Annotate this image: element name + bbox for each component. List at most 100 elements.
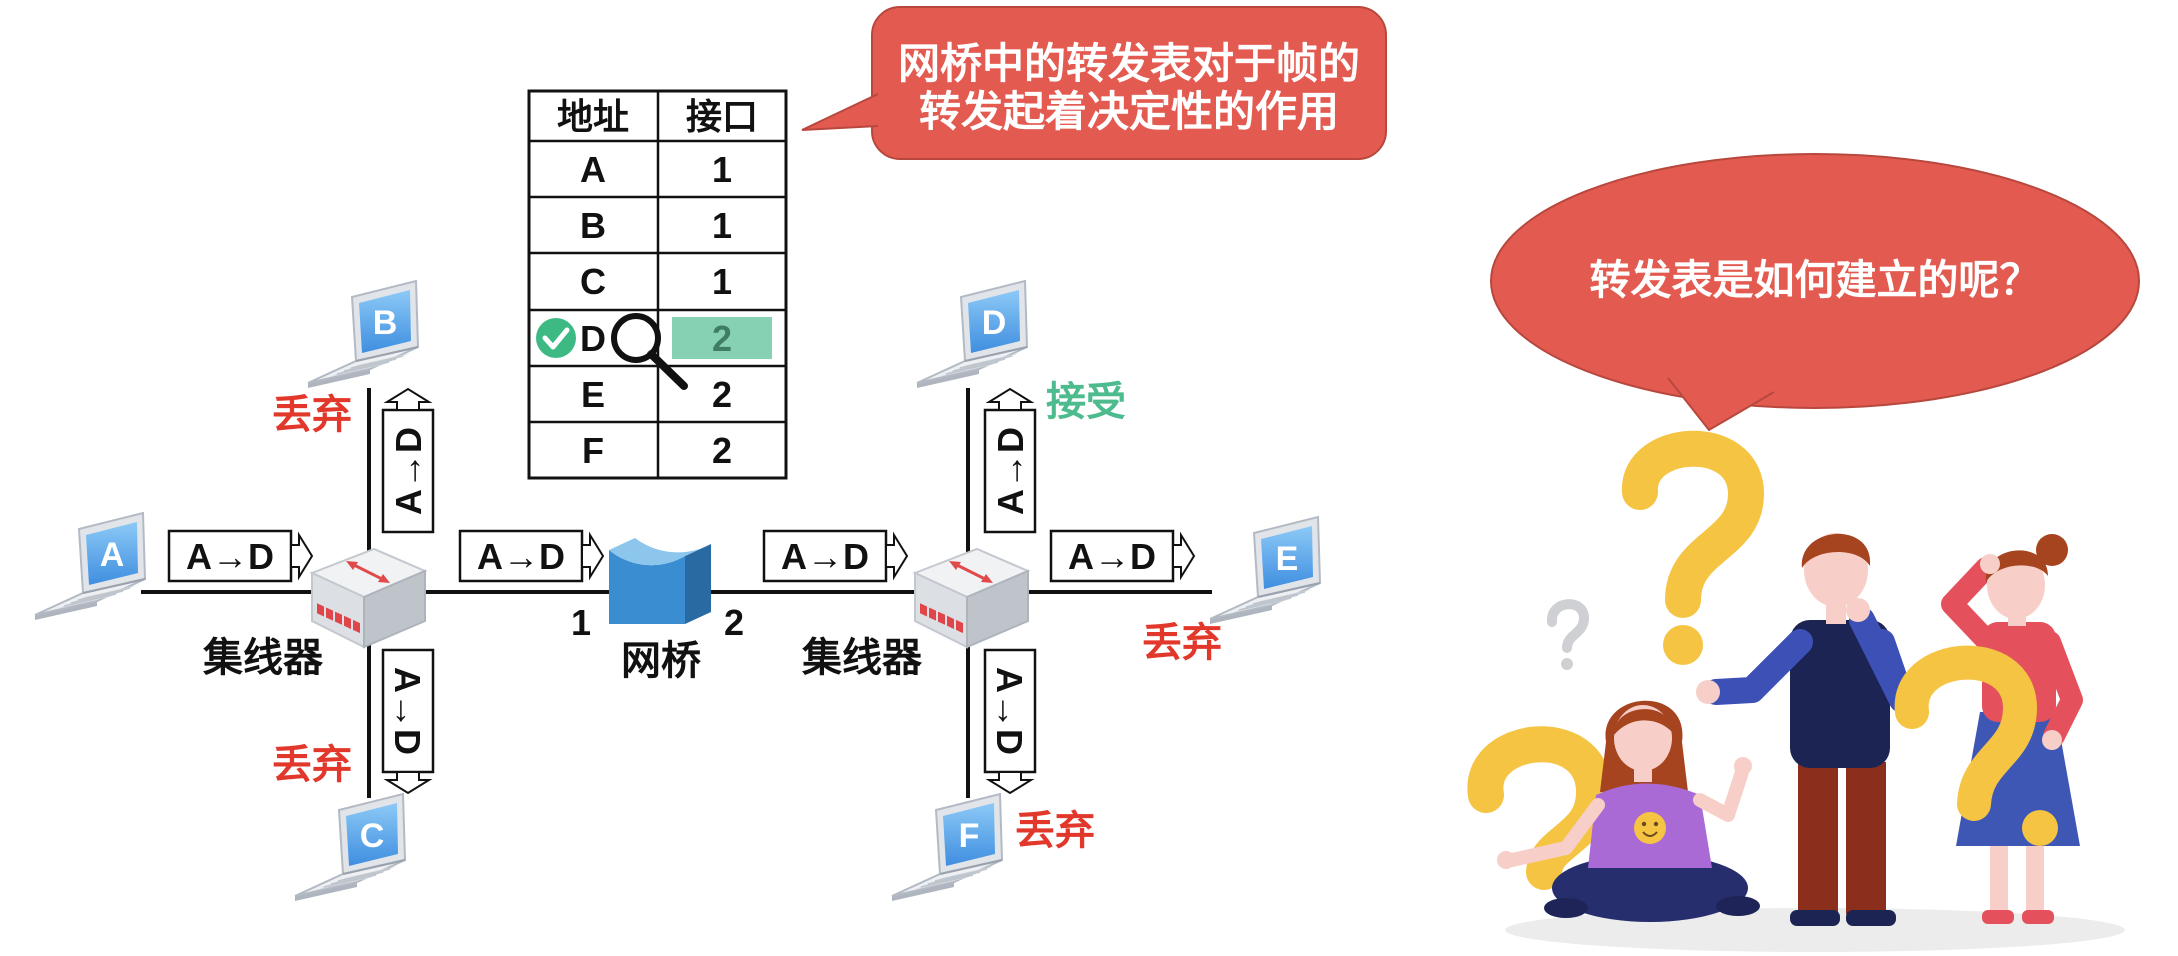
callout-line-2: 转发起着决定性的作用 [919,88,1339,135]
bridge: 1 2 网桥 [571,538,744,683]
frame-hub-to-d: A→D [983,387,1037,534]
table-header-port: 接口 [686,96,758,137]
table-cell-address: E [581,374,605,415]
man-hair [1801,533,1871,568]
frame-label: A→D [990,427,1031,515]
frame-hub-to-f: A→D [983,648,1037,795]
table-cell-address: F [582,430,604,471]
frame-hub-to-bridge: A→D [458,529,605,583]
right-question-mark-icon [1894,645,2058,846]
girl-arm-right [1693,765,1749,822]
laptop-icon [34,512,146,621]
table-cell-port: 1 [712,149,732,190]
girl-hand-right [1734,757,1752,775]
table-row: E 2 [581,374,732,415]
table-cell-port: 2 [712,318,732,359]
small-question-mark-icon [1547,599,1590,670]
girl-arm-left [1505,798,1605,867]
woman-hair-bun [2036,534,2068,566]
woman-hand-raised [1980,554,2000,574]
question-bubble-tail [1667,377,1775,432]
table-grid [529,91,786,478]
table-cell-address: C [580,261,606,302]
woman-leg-left [1990,842,2008,914]
woman-shoe-right [2022,910,2054,924]
table-cell-address: A [580,149,606,190]
status-accept-d: 接受 [1046,380,1126,424]
table-cell-address: B [580,205,606,246]
frame-hub-to-e: A→D [1049,529,1196,583]
man-arm-left [1703,629,1813,705]
table-cell-address: D [580,318,606,359]
table-header-address: 地址 [557,96,629,137]
bridge-label: 网桥 [621,639,701,683]
smiley-icon [1634,812,1666,844]
frame-hub-to-c: A→D [381,648,435,795]
woman-hair [1985,550,2048,582]
host-a-label: A [100,536,125,574]
man-leg-right [1846,762,1886,914]
table-row: C 1 [580,261,732,302]
hub-icon [310,547,427,649]
table-cell-port: 2 [712,430,732,471]
standing-man [1696,533,1915,926]
host-b-label: B [373,304,398,342]
host-a: A [34,512,146,621]
status-discard-e: 丢弃 [1142,621,1222,665]
table-row: B 1 [580,205,732,246]
question-text: 转发表是如何建立的呢？ [1590,257,2041,303]
table-row-matched: D 2 [536,313,732,390]
frame-label: A→D [989,667,1030,755]
callout-body [871,6,1387,160]
check-icon [536,318,576,358]
host-d: D [916,280,1028,389]
frame-label: A→D [781,536,869,577]
callout-tail [801,93,879,131]
woman-arm-down [2039,631,2083,747]
girl-shoe-left [1544,898,1588,918]
host-f: F [891,793,1003,902]
host-e-label: E [1276,540,1299,578]
man-shoe-right [1846,910,1896,926]
girl-fringe [1614,709,1672,735]
host-c: C [294,793,406,902]
table-row: A 1 [580,149,732,190]
girl-legs [1552,854,1748,922]
hub-right: 集线器 [801,547,1030,680]
bridge-port-2-label: 2 [724,602,744,643]
man-leg-left [1798,762,1838,914]
callout-line-1: 网桥中的转发表对于帧的 [898,40,1360,87]
laptop-icon [891,793,1003,902]
host-f-label: F [959,817,980,855]
table-cell-port: 1 [712,205,732,246]
girl-shoe-right [1716,896,1760,916]
man-shoe-left [1790,910,1840,926]
table-row: F 2 [582,430,732,471]
frame-a-to-hub: A→D [167,529,314,583]
laptop-icon [916,280,1028,389]
question-bubble-body [1490,153,2140,409]
frame-hub-to-b: A→D [381,387,435,534]
man-hand-right [1846,598,1870,622]
frame-label: A→D [186,536,274,577]
hub-left-label: 集线器 [202,636,324,680]
host-e: E [1209,516,1321,625]
table-row-highlight [672,317,772,359]
frame-bridge-to-hub: A→D [762,529,909,583]
table-cell-port: 1 [712,261,732,302]
question-illustration: 转发表是如何建立的呢？ [1467,153,2140,952]
table-cell-port: 2 [712,374,732,415]
bridge-port-1-label: 1 [571,602,591,643]
sitting-girl [1497,700,1760,922]
host-d-label: D [982,304,1007,342]
woman-shoe-left [1982,910,2014,924]
girl-hand-left [1497,851,1515,869]
host-c-label: C [360,817,385,855]
callout-bubble: 网桥中的转发表对于帧的 转发起着决定性的作用 [801,6,1387,160]
laptop-icon [307,280,419,389]
frame-label: A→D [387,667,428,755]
woman-leg-right [2026,842,2044,914]
host-b: B [307,280,419,389]
frame-label: A→D [477,536,565,577]
